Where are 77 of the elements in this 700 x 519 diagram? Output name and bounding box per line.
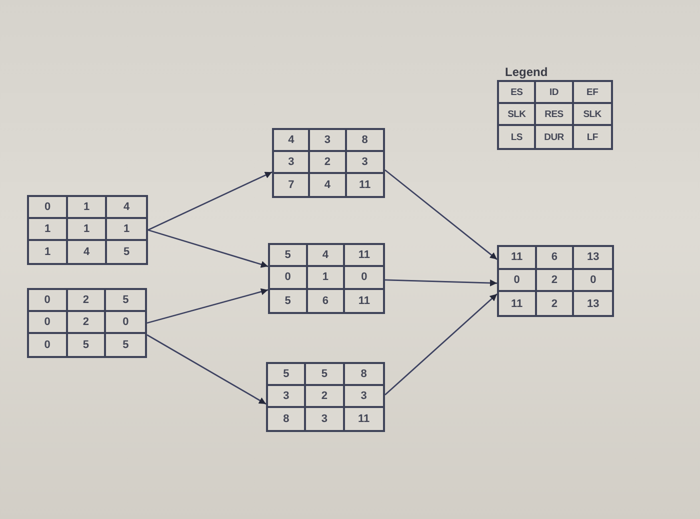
table-cell: 5 xyxy=(306,364,345,386)
table-cell: 2 xyxy=(310,152,347,174)
table-cell: 1 xyxy=(107,219,146,241)
table-cell: 1 xyxy=(68,219,107,241)
table-cell: 2 xyxy=(68,312,106,334)
table-cell-text: 13 xyxy=(586,296,600,312)
table-cell: 0 xyxy=(106,312,145,334)
table-cell-text: 5 xyxy=(122,338,130,353)
table-cell: 0 xyxy=(29,334,68,356)
table-cell: 2 xyxy=(306,386,345,408)
table-cell: 6 xyxy=(308,290,346,312)
table-cell: 11 xyxy=(345,245,383,268)
arrow xyxy=(146,334,266,405)
table-cell: 4 xyxy=(308,245,346,268)
table-cell: 4 xyxy=(274,130,310,152)
table-cell: 8 xyxy=(346,130,383,152)
table-cell-text: 11 xyxy=(357,412,371,427)
table-cell: 5 xyxy=(106,290,145,312)
table-cell-text: 5 xyxy=(122,245,131,260)
table-cell-text: 11 xyxy=(357,294,371,309)
table-cell: 2 xyxy=(68,290,106,312)
table-cell: 0 xyxy=(345,267,383,290)
table-cell: RES xyxy=(536,104,574,126)
table-cell: 7 xyxy=(274,174,310,196)
arrow xyxy=(148,229,268,268)
table-cell: 0 xyxy=(499,270,537,292)
activity-node xyxy=(497,245,614,317)
table-cell: 3 xyxy=(346,152,383,174)
table-cell: 1 xyxy=(29,241,68,263)
table-cell: 5 xyxy=(270,245,308,268)
table-cell: 2 xyxy=(536,270,574,292)
table-cell: 11 xyxy=(499,292,537,315)
table-cell: 1 xyxy=(29,219,68,241)
table-cell: 2 xyxy=(536,292,574,315)
table-cell: 0 xyxy=(574,270,612,292)
activity-node xyxy=(272,128,385,198)
table-cell: EF xyxy=(574,82,611,104)
table-cell: 3 xyxy=(344,386,383,408)
activity-node xyxy=(27,288,147,358)
table-cell: 3 xyxy=(310,130,347,152)
table-cell: 4 xyxy=(310,174,347,196)
table-cell: 0 xyxy=(29,312,68,334)
table-cell: ES xyxy=(499,82,536,104)
activity-node xyxy=(268,243,385,314)
table-cell: LS xyxy=(499,126,536,148)
arrow xyxy=(148,171,272,231)
table-cell: 6 xyxy=(536,247,574,270)
arrow xyxy=(384,279,498,286)
arrow xyxy=(384,293,498,396)
table-cell: ID xyxy=(536,82,574,104)
table-cell: SLK xyxy=(499,104,536,126)
table-cell: 1 xyxy=(308,267,346,290)
activity-node xyxy=(266,362,385,432)
table-cell: 5 xyxy=(268,364,306,386)
table-cell-text: LF xyxy=(586,130,599,144)
table-cell: 3 xyxy=(274,152,310,174)
table-cell: 5 xyxy=(68,334,106,356)
table-cell: 8 xyxy=(344,364,383,386)
table-cell: 0 xyxy=(270,267,308,290)
table-cell: 13 xyxy=(574,247,612,270)
table-cell: 4 xyxy=(107,197,146,219)
table-cell-text: 11 xyxy=(358,178,372,193)
table-cell: 8 xyxy=(268,408,306,430)
table-cell: 4 xyxy=(68,241,107,263)
table-cell: 5 xyxy=(270,290,308,312)
table-cell: 0 xyxy=(29,197,68,219)
activity-node xyxy=(27,195,148,265)
table-cell: 0 xyxy=(29,290,68,312)
table-cell: 11 xyxy=(499,247,537,270)
table-cell: 1 xyxy=(68,197,107,219)
legend-title: Legend xyxy=(505,64,548,80)
arrow xyxy=(384,169,498,260)
table-cell: 3 xyxy=(268,386,306,408)
table-cell: 3 xyxy=(306,408,345,430)
arrow xyxy=(146,288,268,324)
table-cell: DUR xyxy=(536,126,574,148)
table-cell: SLK xyxy=(574,104,611,126)
